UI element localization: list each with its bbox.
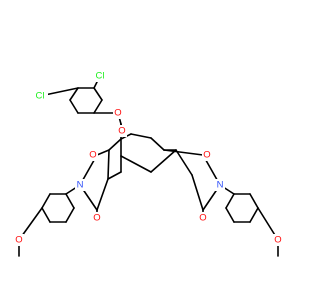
bond-rp2-rp3: [249, 193, 259, 209]
bond-c11-r2: [191, 174, 204, 211]
bond-c3-c7: [120, 155, 152, 173]
bond-c7-c10: [150, 149, 177, 173]
imide-oxygen-right-bottom: O: [199, 213, 206, 224]
methoxy-oxygen-left: O: [15, 235, 22, 246]
bond-c2-c4: [130, 133, 152, 139]
methoxy-oxygen-right: O: [274, 235, 281, 246]
bond-lp5-lp6: [65, 207, 75, 223]
bond-c10-c11: [175, 149, 193, 176]
atom-label-backdrop: [113, 107, 123, 119]
atom-label-backdrop: [32, 90, 48, 102]
imide-oxygen-right-top: O: [203, 150, 210, 161]
imide-nitrogen-left: N: [77, 180, 84, 191]
imide-oxygen-left-top: O: [89, 150, 96, 161]
bond-c4-c6: [150, 137, 165, 151]
bond-lp6-lp1: [65, 193, 75, 209]
bond-c9-l2: [96, 178, 109, 211]
ester-oxygen-atom: O: [114, 108, 121, 119]
bond-c5-l1: [96, 149, 110, 156]
chemical-structure: Cl Cl O O O O O O N N O O: [14, 70, 283, 257]
bond-a1-a2: [93, 87, 103, 101]
bond-rp6-rp1: [225, 193, 235, 209]
ester-carbonyl-oxygen-atom: O: [118, 126, 125, 137]
atom-label-backdrop: [92, 212, 102, 224]
bond-c1-c5: [108, 138, 122, 151]
atom-label-backdrop: [273, 234, 283, 246]
bond-layer: [18, 75, 279, 257]
bond-rp5-rp6: [225, 207, 235, 223]
chlorine-atom-left: Cl: [36, 91, 45, 102]
atom-label-backdrop: [215, 179, 225, 191]
bond-lp2-lp3: [41, 193, 51, 209]
atom-label-backdrop: [88, 149, 98, 161]
imide-oxygen-left-bottom: O: [93, 213, 100, 224]
atom-label-backdrop: [92, 70, 108, 82]
chlorine-atom-top: Cl: [96, 71, 105, 82]
atom-label-backdrop: [75, 179, 85, 191]
bond-rp3-rp4: [249, 207, 259, 223]
atom-label-backdrop: [117, 125, 127, 137]
bond-a4-a5: [69, 99, 79, 114]
bond-a5-a6: [69, 87, 79, 101]
imide-nitrogen-right: N: [217, 180, 224, 191]
bond-c6-r1: [163, 149, 204, 156]
atom-label-backdrop: [198, 212, 208, 224]
bond-c5-c9: [107, 149, 110, 180]
atom-label-backdrop: [14, 234, 24, 246]
bond-c8-c9: [107, 171, 122, 180]
atom-label-layer: Cl Cl O O O O O O N N O O: [14, 70, 283, 246]
bond-lp3-lp4: [41, 207, 51, 223]
bond-a2-a3: [93, 99, 103, 114]
atom-label-backdrop: [202, 149, 212, 161]
